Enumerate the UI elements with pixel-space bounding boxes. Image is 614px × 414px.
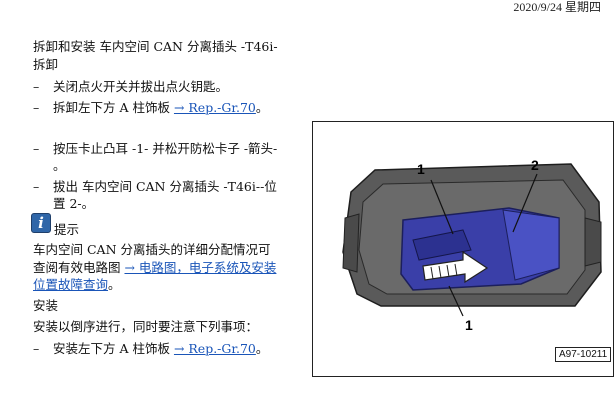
- step-item: 拆卸左下方 A 柱饰板 → Rep.-Gr.70。: [53, 99, 268, 117]
- step-text: 按压卡止凸耳 -1- 并松开防松卡子 -箭头-: [53, 141, 278, 156]
- callout-1-bottom: 1: [465, 317, 473, 333]
- install-title: 安装: [33, 298, 59, 313]
- info-icon: i: [31, 213, 51, 233]
- header-date: 2020/9/24 星期四: [513, 0, 601, 14]
- step-bullet: –: [33, 100, 40, 115]
- callout-leader: [512, 173, 538, 233]
- callout-1-top: 1: [417, 161, 425, 177]
- step-bullet: –: [33, 341, 40, 356]
- hint-label: 提示: [54, 222, 80, 237]
- hint-line: 位置故障查询。: [33, 276, 121, 294]
- mounting-ear-left: [342, 213, 360, 273]
- hint-text: 查阅有效电路图: [33, 260, 125, 275]
- step-item: 安装左下方 A 柱饰板 → Rep.-Gr.70。: [53, 340, 268, 358]
- step-bullet: –: [33, 179, 40, 194]
- step-bullet: –: [33, 141, 40, 156]
- section-subtitle: 拆卸: [33, 57, 59, 72]
- arrow-hatch: [430, 263, 458, 280]
- mounting-ear-right: [584, 217, 602, 267]
- step-text: 拆卸左下方 A 柱饰板: [53, 100, 174, 115]
- circuit-diagram-link[interactable]: → 电路图，电子系统及安装: [124, 260, 277, 275]
- connector-figure: 1 2 1: [312, 121, 614, 377]
- install-intro: 安装以倒序进行，同时要注意下列事项：: [33, 319, 259, 334]
- step-suffix: 。: [255, 100, 269, 115]
- hint-line: 查阅有效电路图 → 电路图，电子系统及安装: [33, 259, 276, 277]
- callout-2: 2: [531, 157, 539, 173]
- step-bullet: –: [33, 79, 40, 94]
- callout-leader: [430, 179, 454, 235]
- step-text: 安装左下方 A 柱饰板: [53, 341, 174, 356]
- hint-suffix: 。: [108, 277, 121, 292]
- step-suffix: 。: [255, 341, 269, 356]
- figure-code: A97-10211: [555, 347, 612, 362]
- step-text-cont: 置 2-。: [53, 196, 95, 211]
- connector-face: [502, 209, 560, 281]
- step-text-cont: 。: [53, 158, 66, 173]
- callout-leader: [448, 285, 464, 317]
- step-text: 拔出 车内空间 CAN 分离插头 -T46i--位: [53, 179, 277, 194]
- connector-illustration: 1 2 1: [342, 157, 602, 333]
- fault-finding-link[interactable]: 位置故障查询: [33, 277, 109, 292]
- section-title: 拆卸和安装 车内空间 CAN 分离插头 -T46i-: [33, 39, 278, 54]
- locking-tab: [412, 229, 472, 261]
- rep-gr70-link[interactable]: → Rep.-Gr.70: [173, 341, 256, 356]
- rep-gr70-link[interactable]: → Rep.-Gr.70: [173, 100, 256, 115]
- hint-text: 车内空间 CAN 分离插头的详细分配情况可: [33, 242, 271, 257]
- step-text: 关闭点火开关并拔出点火钥匙。: [53, 79, 229, 94]
